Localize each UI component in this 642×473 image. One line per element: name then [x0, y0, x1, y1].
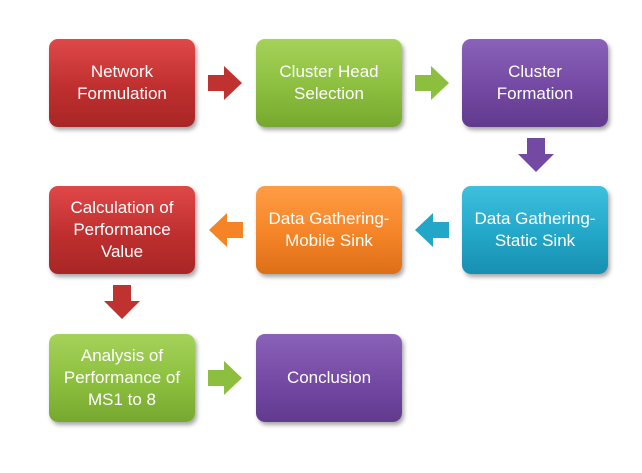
arrow-down-1: [518, 138, 554, 172]
arrow-right-3: [208, 361, 242, 395]
arrow-right-2: [415, 66, 449, 100]
conclusion-label: Conclusion: [286, 368, 372, 387]
calculation-performance-label: Calculation of Performance Value: [70, 198, 174, 261]
network-formulation-label: Network Formulation: [77, 62, 167, 103]
arrow-left-2: [209, 213, 243, 247]
arrow-right-1: [208, 66, 242, 100]
arrow-left-1: [415, 213, 449, 247]
analysis-performance-label: Analysis of Performance of MS1 to 8: [63, 346, 181, 409]
cluster-head-selection-box: Cluster Head Selection: [256, 39, 402, 127]
cluster-head-selection-label: Cluster Head Selection: [279, 62, 379, 103]
conclusion-box: Conclusion: [256, 334, 402, 422]
cluster-formation-label: Cluster Formation: [496, 62, 574, 103]
network-formulation-box: Network Formulation: [49, 39, 195, 127]
calculation-performance-box: Calculation of Performance Value: [49, 186, 195, 274]
data-gathering-static-label: Data Gathering-Static Sink: [474, 209, 596, 250]
arrow-down-2: [104, 285, 140, 319]
data-gathering-mobile-label: Data Gathering-Mobile Sink: [268, 209, 390, 250]
analysis-performance-box: Analysis of Performance of MS1 to 8: [49, 334, 195, 422]
data-gathering-mobile-box: Data Gathering-Mobile Sink: [256, 186, 402, 274]
cluster-formation-box: Cluster Formation: [462, 39, 608, 127]
data-gathering-static-box: Data Gathering-Static Sink: [462, 186, 608, 274]
